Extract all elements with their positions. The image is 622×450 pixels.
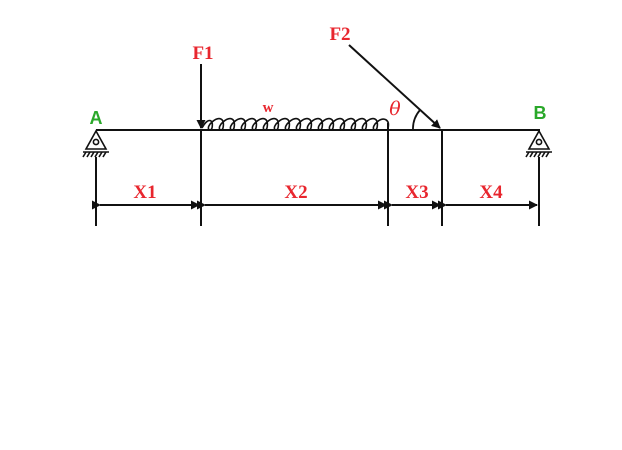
label-f2: F2 xyxy=(329,24,350,45)
support-b-icon xyxy=(525,129,552,158)
label-x2: X2 xyxy=(284,182,307,203)
support-a-icon xyxy=(82,129,109,158)
f2-arrow xyxy=(348,44,441,129)
label-w: w xyxy=(263,100,274,116)
angle-arc xyxy=(412,109,421,131)
distributed-load-coil xyxy=(201,117,390,131)
label-x3: X3 xyxy=(405,182,428,203)
label-x4: X4 xyxy=(479,182,503,203)
label-x1: X1 xyxy=(133,182,156,203)
label-a: A xyxy=(90,108,103,128)
label-b: B xyxy=(534,103,547,123)
label-theta: θ xyxy=(389,98,401,120)
label-f1: F1 xyxy=(192,43,213,64)
dimension-extension-lines xyxy=(95,123,540,226)
